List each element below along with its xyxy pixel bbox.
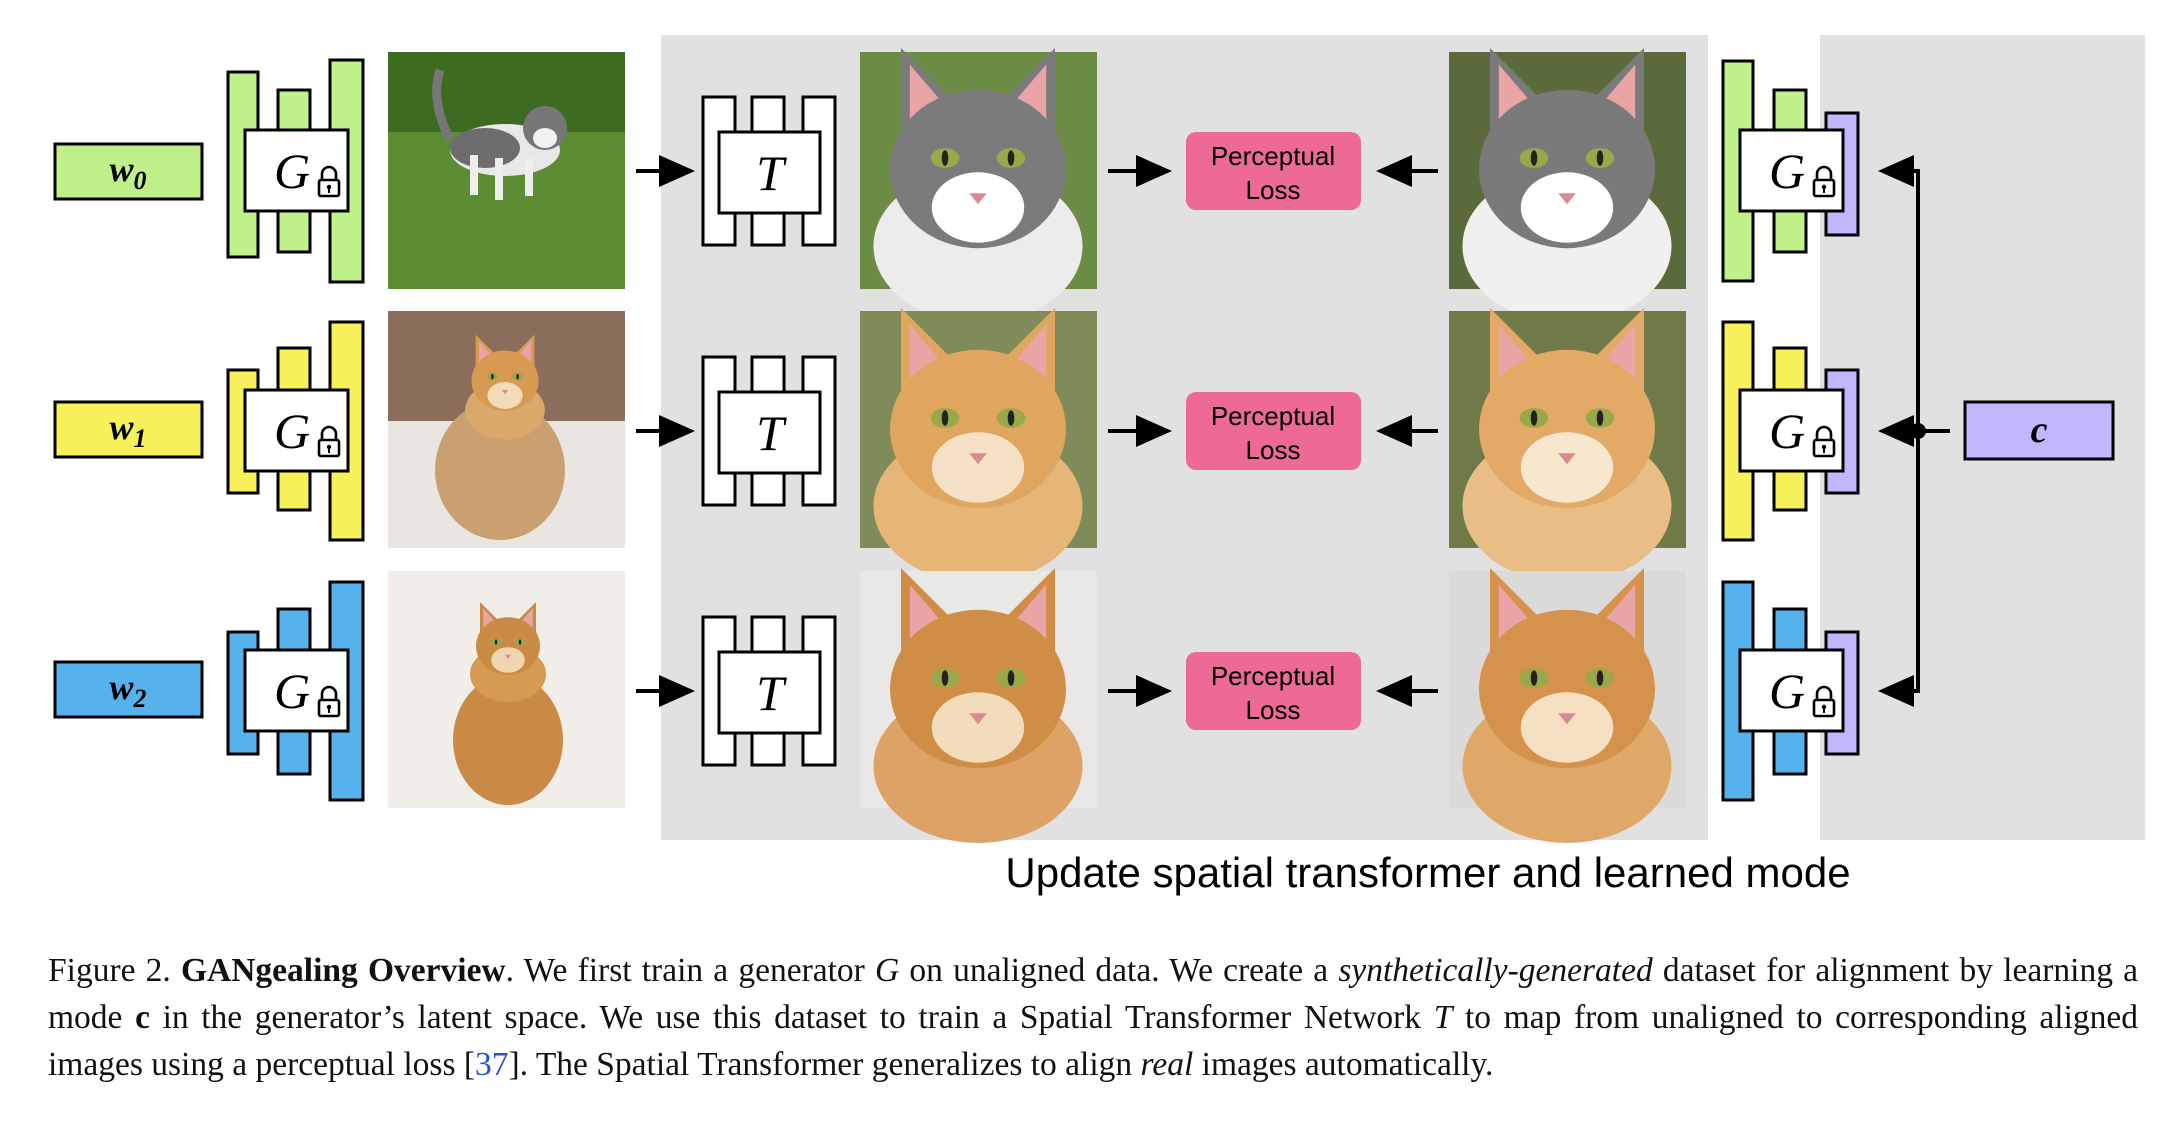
generator-right-2: G (1721, 580, 1860, 802)
generator-left-0: G (226, 58, 365, 284)
panel-label: Update spatial transformer and learned m… (1005, 849, 1850, 896)
caption-text: in the generator’s latent space. We use … (149, 999, 1434, 1036)
caption-text: images automatically. (1193, 1046, 1494, 1083)
cat-photo-input-1 (388, 311, 625, 548)
loss-label-line1: Perceptual (1211, 661, 1335, 691)
generator-left-2: G (226, 580, 365, 802)
cat-photo-aligned-0 (860, 47, 1097, 323)
loss-label-line1: Perceptual (1211, 141, 1335, 171)
transformer-symbol: T (756, 405, 787, 461)
loss-label-line2: Loss (1246, 175, 1301, 205)
cat-photo-aligned-2 (860, 568, 1097, 843)
row-0: w0 G T (53, 47, 1860, 323)
cat-photo-target-0 (1449, 47, 1686, 323)
figure-title: GANgealing Overview (180, 952, 506, 989)
generator-right-1: G (1721, 320, 1860, 542)
cat-photo-aligned-1 (860, 308, 1097, 583)
loss-label-line2: Loss (1246, 695, 1301, 725)
caption-math-g: G (875, 952, 900, 989)
generator-symbol: G (1769, 143, 1805, 199)
generator-symbol: G (274, 403, 310, 459)
spatial-transformer-0: T (701, 95, 837, 247)
generator-left-1: G (226, 320, 365, 542)
latent-code-w2 (53, 660, 204, 719)
latent-code-w0 (53, 142, 204, 201)
learned-mode-c (1963, 400, 2115, 461)
mode-branch: c (1878, 155, 2115, 707)
generator-right-0: G (1721, 59, 1860, 283)
row-1: w1 G T P (53, 308, 1860, 583)
generator-symbol: G (274, 143, 310, 199)
caption-emphasis: real (1140, 1046, 1194, 1083)
figure-number: Figure 2. (48, 952, 171, 989)
caption-math-c: c (135, 999, 150, 1036)
transformer-symbol: T (756, 145, 787, 201)
caption-emphasis: synthetically-generated (1338, 952, 1653, 989)
citation-link[interactable]: 37 (475, 1046, 509, 1083)
caption-text: on unaligned data. We create a (899, 952, 1339, 989)
caption-math-t: T (1433, 999, 1453, 1036)
perceptual-loss-0: Perceptual Loss (1186, 132, 1361, 210)
perceptual-loss-1: Perceptual Loss (1186, 392, 1361, 470)
spatial-transformer-2: T (701, 615, 837, 767)
transformer-symbol: T (756, 665, 787, 721)
row-2: w2 G T Perceptu (53, 568, 1860, 843)
caption-text: . We first train a generator (505, 952, 876, 989)
generator-symbol: G (1769, 403, 1805, 459)
loss-label-line2: Loss (1246, 435, 1301, 465)
generator-symbol: G (274, 663, 310, 719)
perceptual-loss-2: Perceptual Loss (1186, 652, 1361, 730)
spatial-transformer-1: T (701, 355, 837, 507)
cat-photo-input-0 (388, 52, 625, 289)
caption-text: to map from unaligned to corresponding a… (48, 999, 2139, 1083)
latent-code-w0-label: w0 (109, 149, 146, 195)
junction-dot (1910, 423, 1926, 439)
latent-code-w1-label: w1 (109, 407, 146, 453)
learned-mode-c-label: c (2031, 409, 2048, 451)
caption-text: dataset for alignment by learning a mode (48, 952, 2138, 1036)
latent-code-w2-label: w2 (109, 667, 146, 713)
figure-caption: Figure 2. GANgealing Overview. We first … (48, 947, 2138, 1088)
loss-label-line1: Perceptual (1211, 401, 1335, 431)
cat-photo-target-1 (1449, 308, 1686, 583)
caption-text: ]. The Spatial Transformer generalizes t… (508, 1046, 1141, 1083)
figure-diagram: w0 G T (53, 35, 2145, 896)
cat-photo-input-2 (388, 571, 625, 808)
latent-code-w1 (53, 400, 204, 459)
generator-symbol: G (1769, 663, 1805, 719)
cat-photo-target-2 (1449, 568, 1686, 843)
